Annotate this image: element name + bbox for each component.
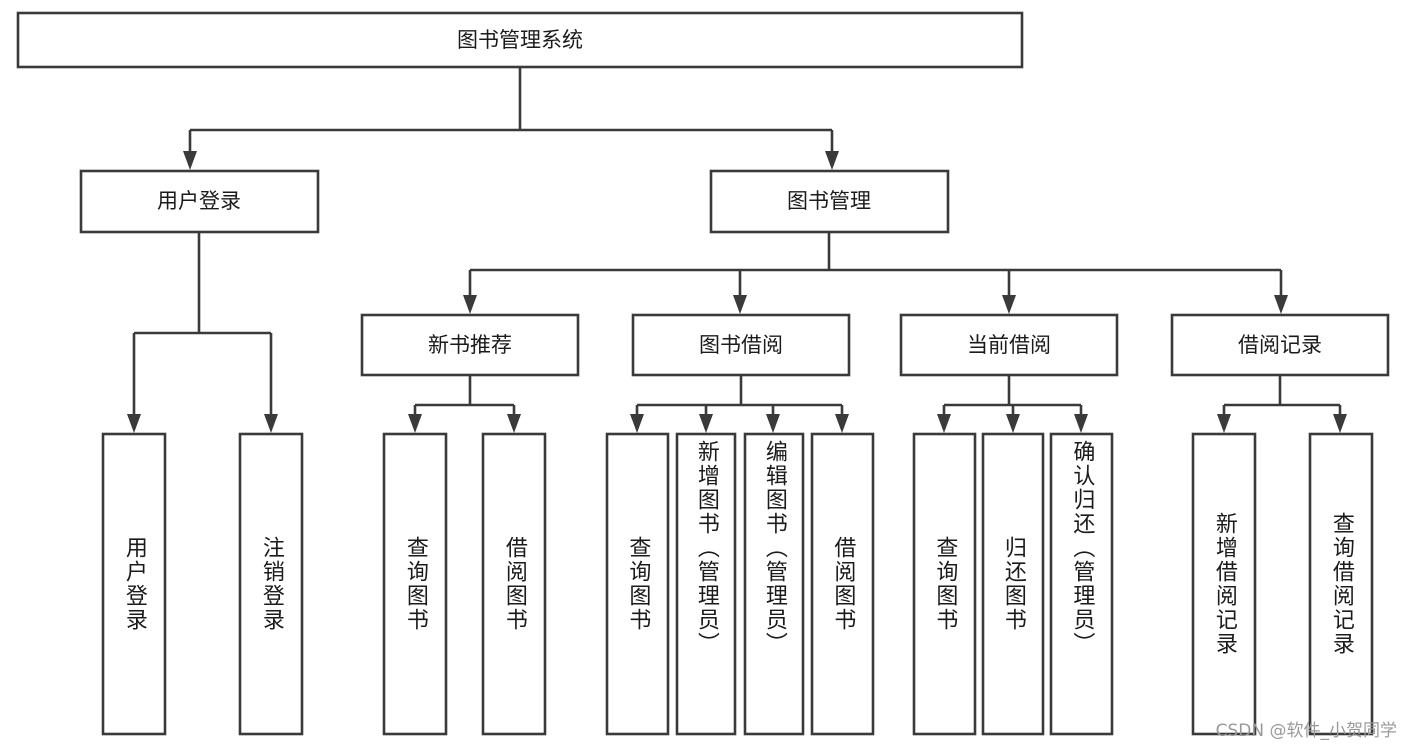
leaf-edit-book-box[interactable] bbox=[743, 432, 805, 736]
arrow-head-icon bbox=[937, 414, 951, 433]
arrow-head-icon bbox=[825, 151, 839, 170]
node-book-borrow[interactable]: 图书借阅 bbox=[631, 313, 851, 377]
node-root-label: 图书管理系统 bbox=[457, 28, 583, 52]
arrow-head-icon bbox=[1006, 414, 1020, 433]
node-borrow-record[interactable]: 借阅记录 bbox=[1170, 313, 1390, 377]
arrow-head-icon bbox=[733, 295, 747, 314]
node-user-login-box[interactable] bbox=[79, 169, 320, 234]
arrow-head-icon bbox=[408, 414, 422, 433]
node-current-borrow-label: 当前借阅 bbox=[967, 333, 1051, 357]
node-new-book-recommend-box[interactable] bbox=[360, 313, 580, 377]
arrow-head-icon bbox=[1074, 414, 1088, 433]
leaf-confirm-return-box[interactable] bbox=[1049, 432, 1114, 736]
arrow-head-icon bbox=[766, 414, 780, 433]
watermark: CSDN @软件_小贺同学 bbox=[1215, 721, 1397, 741]
arrow-head-icon bbox=[127, 414, 141, 433]
node-user-login[interactable]: 用户登录 bbox=[79, 169, 320, 234]
node-root-box[interactable] bbox=[16, 11, 1024, 69]
connector-book-borrow-to-leaves bbox=[630, 375, 849, 433]
arrow-head-icon bbox=[183, 151, 197, 170]
node-book-borrow-label: 图书借阅 bbox=[699, 333, 783, 357]
leaf-add-record-box[interactable] bbox=[1191, 432, 1257, 736]
leaf-query-book-2-box[interactable] bbox=[605, 432, 670, 736]
leaf-return-book-box[interactable] bbox=[981, 432, 1045, 736]
arrow-head-icon bbox=[699, 414, 713, 433]
leaf-query-book-1-box[interactable] bbox=[382, 432, 448, 736]
leaf-user-logout-box[interactable] bbox=[238, 432, 304, 736]
node-borrow-record-label: 借阅记录 bbox=[1238, 333, 1322, 357]
node-book-management[interactable]: 图书管理 bbox=[709, 169, 950, 234]
arrow-head-icon bbox=[1217, 414, 1231, 433]
connector-user-login-to-leaves bbox=[127, 232, 278, 433]
leaf-borrow-book-2-box[interactable] bbox=[810, 432, 875, 736]
leaf-add-book-box[interactable] bbox=[675, 432, 737, 736]
arrow-head-icon bbox=[264, 414, 278, 433]
node-new-book-recommend-label: 新书推荐 bbox=[428, 333, 512, 357]
node-new-book-recommend[interactable]: 新书推荐 bbox=[360, 313, 580, 377]
node-current-borrow[interactable]: 当前借阅 bbox=[899, 313, 1119, 377]
node-book-management-label: 图书管理 bbox=[787, 189, 871, 213]
arrow-head-icon bbox=[1274, 295, 1288, 314]
arrow-head-icon bbox=[835, 414, 849, 433]
leaf-query-record-box[interactable] bbox=[1308, 432, 1374, 736]
connector-book-management-to-level3 bbox=[463, 232, 1288, 314]
leaf-user-login-box[interactable] bbox=[101, 432, 167, 736]
node-root[interactable]: 图书管理系统 bbox=[16, 11, 1024, 69]
node-user-login-label: 用户登录 bbox=[157, 189, 241, 213]
arrow-head-icon bbox=[630, 414, 644, 433]
connector-new-book-recommend-to-leaves bbox=[408, 375, 521, 433]
connector-root-to-level2 bbox=[183, 67, 839, 170]
node-current-borrow-box[interactable] bbox=[899, 313, 1119, 377]
leaf-borrow-book-1-box[interactable] bbox=[481, 432, 547, 736]
arrow-head-icon bbox=[463, 295, 477, 314]
arrow-head-icon bbox=[507, 414, 521, 433]
connector-borrow-record-to-leaves bbox=[1217, 375, 1347, 433]
leaf-query-book-3-box[interactable] bbox=[912, 432, 977, 736]
connector-current-borrow-to-leaves bbox=[937, 375, 1088, 433]
arrow-head-icon bbox=[1333, 414, 1347, 433]
arrow-head-icon bbox=[1002, 295, 1016, 314]
